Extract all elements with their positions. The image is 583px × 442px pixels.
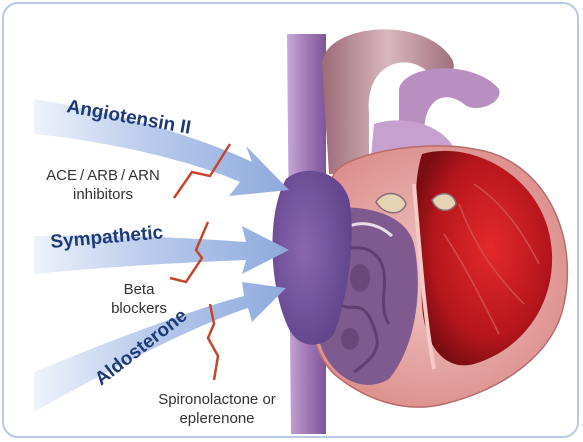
drug-text: Beta blockers xyxy=(111,281,167,317)
drug-label-ace-arb-arn: ACE / ARB / ARN inhibitors xyxy=(18,166,188,204)
diagram-frame: Angiotensin II Sympathetic Aldosterone A… xyxy=(2,2,579,438)
drug-text: Spironolactone or eplerenone xyxy=(158,391,276,427)
drug-text: ACE / ARB / ARN inhibitors xyxy=(46,167,160,203)
heart-illustration xyxy=(272,29,567,434)
drug-label-spironolactone: Spironolactone or eplerenone xyxy=(132,390,302,428)
diagram-canvas: Angiotensin II Sympathetic Aldosterone xyxy=(4,4,579,438)
drug-label-beta-blockers: Beta blockers xyxy=(94,280,184,318)
